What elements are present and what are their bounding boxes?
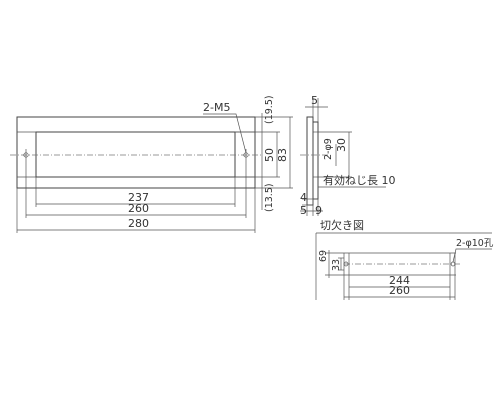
cutout-hole-leader bbox=[452, 248, 492, 263]
side-dim-5-bottom: 5 bbox=[300, 204, 307, 217]
cutout-dim-33: 33 bbox=[331, 259, 342, 271]
dim-83: 83 bbox=[276, 148, 289, 162]
side-dim-9: 9 bbox=[315, 204, 322, 217]
dim-260: 260 bbox=[128, 202, 149, 215]
dim-13-5: (13.5) bbox=[264, 183, 275, 212]
outer-plate-outline bbox=[16, 116, 256, 189]
front-view: 2-M5 237 260 280 50 83 (19.5) (13.5) bbox=[10, 95, 293, 233]
dim-50: 50 bbox=[263, 148, 276, 162]
cutout-dim-244: 244 bbox=[389, 274, 410, 287]
screw-callout-leader bbox=[203, 113, 247, 154]
side-view: 5 2-φ9 30 有効ねじ長 10 4 5 9 bbox=[300, 94, 396, 217]
cutout-hole-left bbox=[343, 261, 349, 267]
screw-callout: 2-M5 bbox=[203, 101, 230, 114]
side-flange bbox=[313, 121, 319, 200]
dim-19-5: (19.5) bbox=[264, 95, 275, 124]
thread-note: 有効ねじ長 10 bbox=[323, 173, 396, 187]
cutout-title: 切欠き図 bbox=[320, 218, 364, 232]
side-dim-5-top: 5 bbox=[311, 94, 318, 107]
screw-hole-left bbox=[23, 149, 29, 161]
side-hole-callout: 2-φ9 bbox=[323, 138, 334, 160]
cutout-diagram: 切欠き図 2-φ10孔 69 33 244 260 bbox=[315, 218, 494, 300]
dim-237: 237 bbox=[128, 191, 149, 204]
cutout-dim-69: 69 bbox=[318, 250, 329, 262]
side-plate-profile bbox=[306, 116, 314, 206]
side-dim-4: 4 bbox=[300, 191, 307, 204]
dim-280: 280 bbox=[128, 217, 149, 230]
inner-opening-outline bbox=[35, 131, 236, 178]
cutout-dim-260: 260 bbox=[389, 284, 410, 297]
cutout-hole-callout: 2-φ10孔 bbox=[456, 238, 494, 249]
side-dim-30: 30 bbox=[335, 138, 348, 152]
